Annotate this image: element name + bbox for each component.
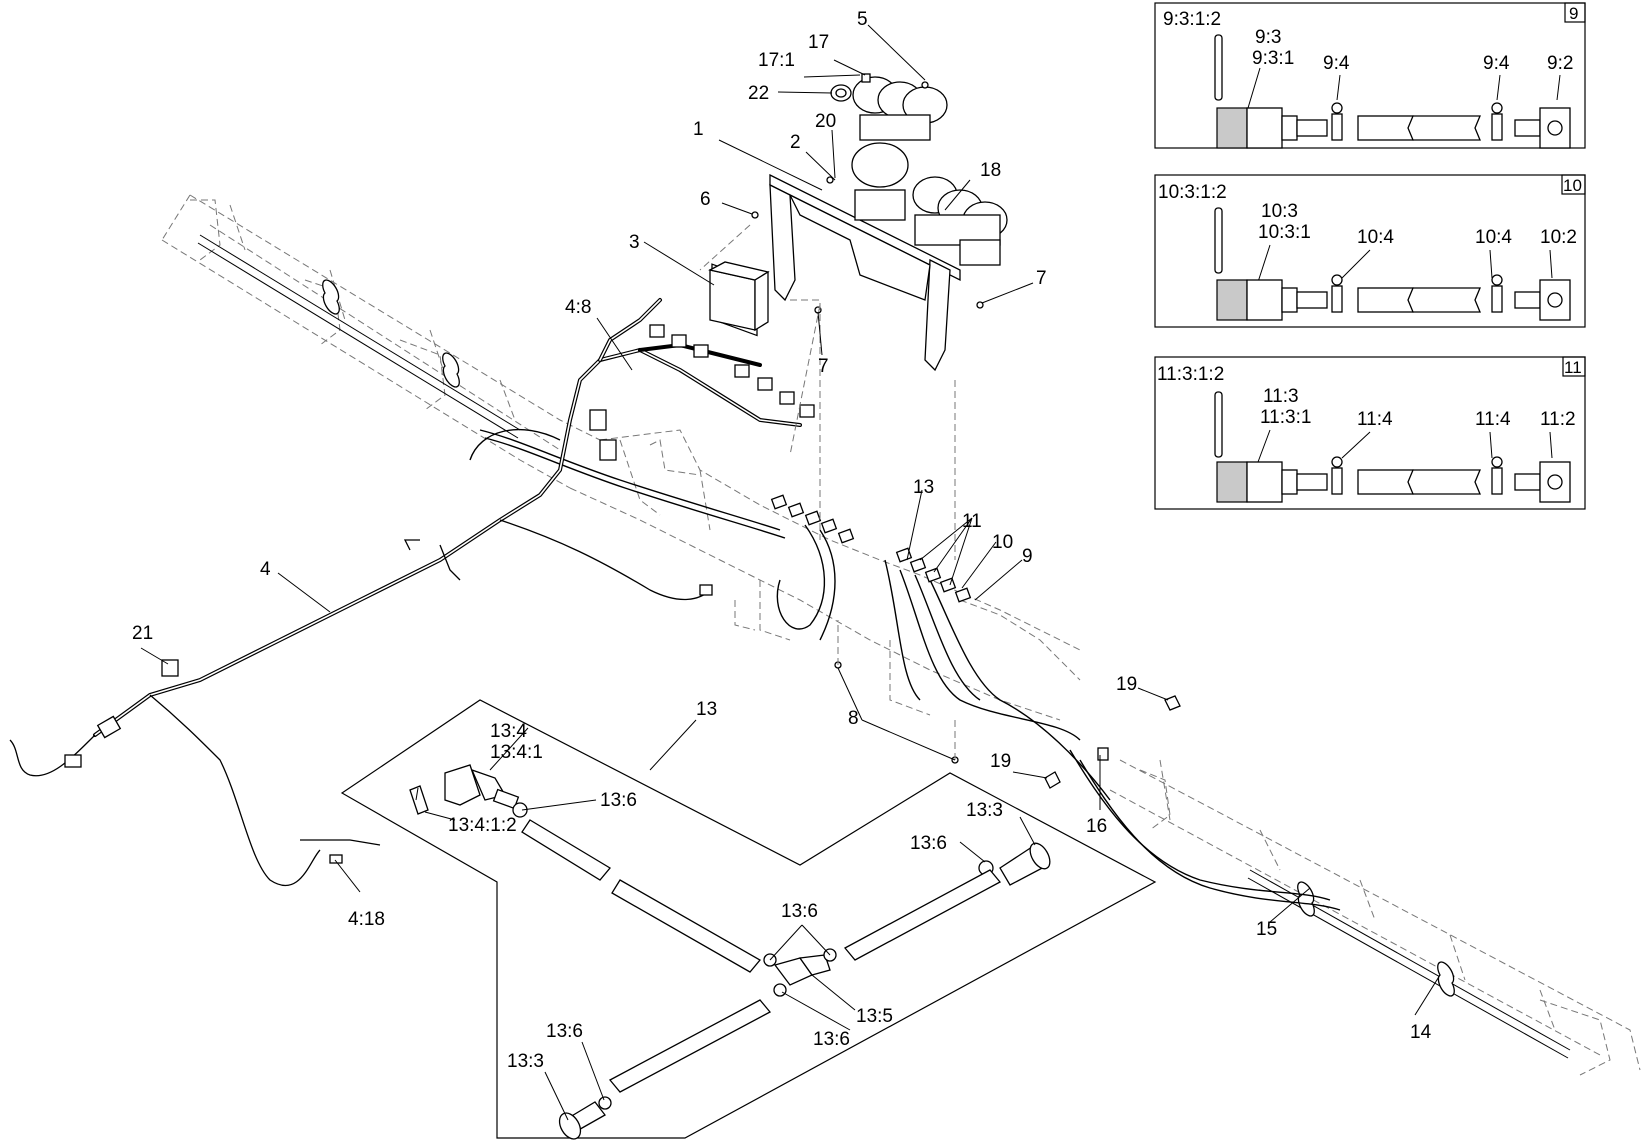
callout-10: 10 bbox=[992, 532, 1013, 553]
callout-4-18: 4:18 bbox=[348, 909, 385, 930]
harness-connectors bbox=[589, 324, 815, 461]
detail-13-callouts: 13:4 13:4:1 13:6 13:4:1:2 13:3 13:6 13:6… bbox=[448, 721, 1003, 1072]
callout-13-6e: 13:6 bbox=[546, 1021, 583, 1042]
boom-frame-left bbox=[161, 194, 601, 489]
bolt-5 bbox=[921, 81, 929, 89]
boom-pipe-left bbox=[197, 234, 521, 439]
inset-10: 10 10:3:1:2 10:3 10:3:1 10:4 10:4 10:2 bbox=[1154, 174, 1586, 328]
callout-13-4: 13:4 bbox=[490, 721, 527, 742]
callout-2: 2 bbox=[790, 132, 801, 153]
callout-17: 17 bbox=[808, 32, 829, 53]
callout-13-6a: 13:6 bbox=[600, 790, 637, 811]
callout-11: 11 bbox=[962, 511, 982, 532]
callout-19b: 19 bbox=[990, 751, 1011, 772]
callout-5: 5 bbox=[857, 9, 868, 30]
callout-13-3b: 13:3 bbox=[507, 1051, 544, 1072]
callout-9: 9 bbox=[1022, 546, 1033, 567]
callout-15: 15 bbox=[1256, 919, 1277, 940]
inset-10-rod-label: 10:3:1:2 bbox=[1158, 182, 1227, 203]
callout-4-8: 4:8 bbox=[565, 297, 591, 318]
inset-10-clamp-right-label: 10:4 bbox=[1475, 227, 1512, 248]
inset-11-clamp-right-label: 11:4 bbox=[1475, 409, 1511, 430]
inset-11-rod-label: 11:3:1:2 bbox=[1157, 364, 1224, 385]
callout-21: 21 bbox=[132, 623, 153, 644]
inset-9-fitting-label: 9:2 bbox=[1547, 53, 1573, 74]
valve-cluster-main bbox=[851, 142, 1008, 266]
detail-13-leaders bbox=[424, 727, 1036, 1121]
inset-11-number: 11 bbox=[1564, 358, 1582, 377]
wiring-harness bbox=[9, 298, 802, 887]
valve-cluster-top bbox=[852, 76, 948, 141]
callout-7b: 7 bbox=[1036, 268, 1047, 289]
callout-18: 18 bbox=[980, 160, 1001, 181]
callout-7a: 7 bbox=[818, 356, 829, 377]
callout-13-3a: 13:3 bbox=[966, 800, 1003, 821]
inset-11: 11 11:3:1:2 11:3 11:3:1 11:4 11:4 11:2 bbox=[1154, 356, 1586, 510]
clip-21 bbox=[161, 659, 179, 677]
callout-16: 16 bbox=[1086, 816, 1107, 837]
callout-13-6d: 13:6 bbox=[813, 1029, 850, 1050]
inset-9: 9 9:3:1:2 9:3 9:3:1 9:4 9:4 9:2 bbox=[1154, 2, 1586, 149]
inset-9-coupler-label-b: 9:3:1 bbox=[1252, 48, 1294, 69]
inset-11-clamp-left-label: 11:4 bbox=[1357, 409, 1393, 430]
callout-13-6c: 13:6 bbox=[781, 901, 818, 922]
bushing-19a bbox=[1044, 771, 1061, 789]
bolt-7b bbox=[976, 301, 984, 309]
callout-1: 1 bbox=[693, 119, 704, 140]
inset-10-number: 10 bbox=[1563, 176, 1582, 195]
clip-17 bbox=[861, 73, 871, 83]
callout-6: 6 bbox=[700, 189, 711, 210]
inset-10-coupler-label-a: 10:3 bbox=[1261, 201, 1298, 222]
callout-13-4-1: 13:4:1 bbox=[490, 742, 543, 763]
inset-9-clamp-left-label: 9:4 bbox=[1323, 53, 1350, 74]
inset-9-clamp-right-label: 9:4 bbox=[1483, 53, 1510, 74]
control-box bbox=[708, 261, 770, 332]
inset-9-number: 9 bbox=[1569, 4, 1578, 23]
callout-8: 8 bbox=[848, 708, 859, 729]
hose-couplers-left bbox=[770, 494, 855, 544]
main-hoses bbox=[469, 428, 1341, 911]
bolt-6 bbox=[751, 211, 759, 219]
hose-couplers-right bbox=[895, 547, 972, 603]
callout-13-4-1-2: 13:4:1:2 bbox=[448, 815, 517, 836]
inset-9-coupler-label-a: 9:3 bbox=[1255, 27, 1281, 48]
callout-19a: 19 bbox=[1116, 674, 1137, 695]
callout-3: 3 bbox=[629, 232, 640, 253]
inset-9-rod-label: 9:3:1:2 bbox=[1163, 9, 1221, 30]
inset-10-fitting-label: 10:2 bbox=[1540, 227, 1577, 248]
alignment-lines bbox=[699, 224, 956, 760]
callout-22: 22 bbox=[748, 83, 769, 104]
bushing-19b bbox=[1164, 695, 1181, 711]
bolt-20 bbox=[826, 176, 834, 184]
callout-13b: 13 bbox=[696, 699, 717, 720]
callout-13a: 13 bbox=[913, 477, 934, 498]
boom-frame-right bbox=[1109, 759, 1641, 1076]
detail-13-outline bbox=[340, 699, 1157, 1139]
inset-11-coupler-label-a: 11:3 bbox=[1263, 386, 1299, 407]
inset-10-coupler-label-b: 10:3:1 bbox=[1258, 222, 1311, 243]
callout-13-6b: 13:6 bbox=[910, 833, 947, 854]
inset-10-clamp-left-label: 10:4 bbox=[1357, 227, 1394, 248]
callout-13-5: 13:5 bbox=[856, 1006, 893, 1027]
boom-pipe-right bbox=[1247, 869, 1571, 1059]
main-callouts: 5 17 17:1 22 20 1 2 18 6 3 7 7 4:8 13 11… bbox=[132, 9, 1432, 1043]
callout-4: 4 bbox=[260, 559, 271, 580]
center-frame bbox=[569, 429, 1081, 721]
clamp-16 bbox=[1097, 747, 1109, 761]
callout-20: 20 bbox=[815, 111, 836, 132]
inset-11-coupler-label-b: 11:3:1 bbox=[1260, 407, 1311, 428]
detail-13-parts bbox=[409, 764, 1051, 1140]
inset-11-fitting-label: 11:2 bbox=[1540, 409, 1576, 430]
callout-14: 14 bbox=[1410, 1022, 1432, 1043]
leader-lines bbox=[140, 24, 1441, 1016]
callout-17-1: 17:1 bbox=[758, 50, 795, 71]
